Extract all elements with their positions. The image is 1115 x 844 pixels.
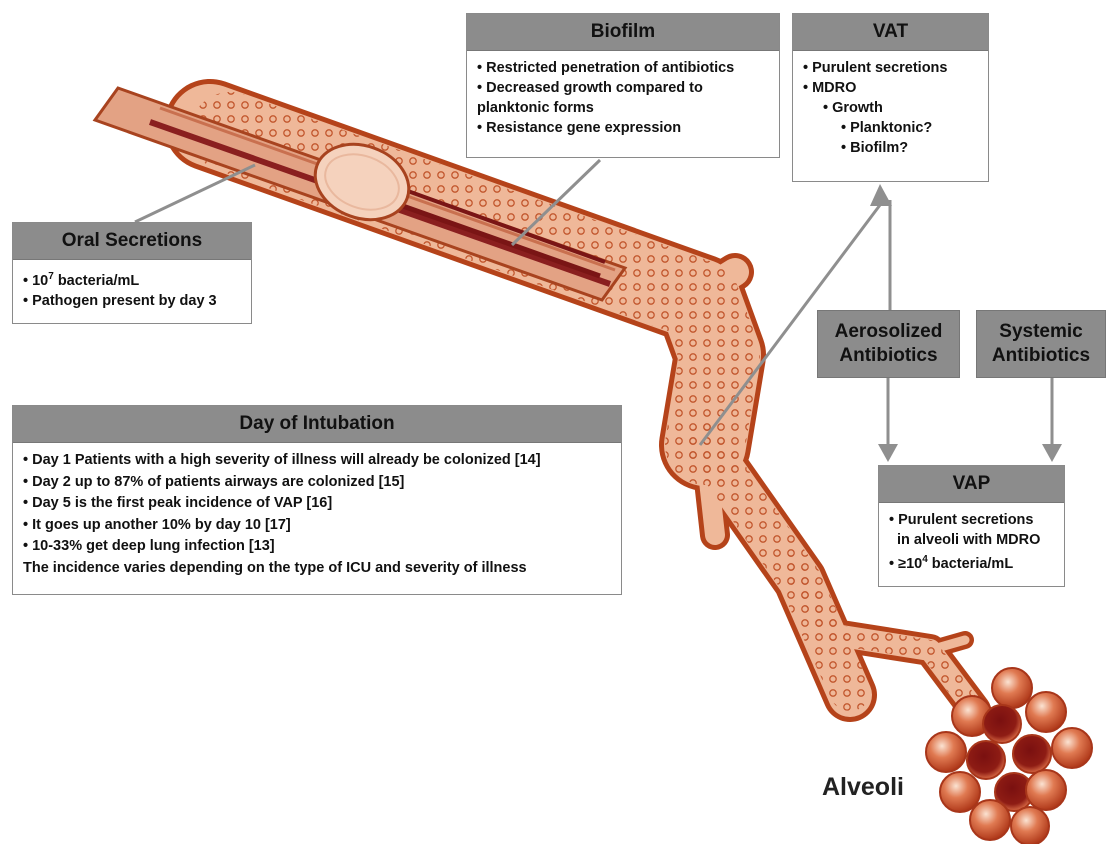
list-item: • Day 5 is the first peak incidence of V… [23,493,611,515]
vap-box: VAP • Purulent secretions in alveoli wit… [878,465,1065,587]
list-item: • 10-33% get deep lung infection [13] [23,536,611,558]
biofilm-list: • Restricted penetration of antibiotics … [467,51,779,144]
oral-secretions-box: Oral Secretions • 107 bacteria/mL • Path… [12,222,252,324]
vat-list: • Purulent secretions • MDRO • Growth • … [793,51,988,164]
list-item: • Resistance gene expression [477,118,769,138]
list-item: • Pathogen present by day 3 [23,291,241,311]
vap-title: VAP [879,466,1064,503]
day-of-intubation-box: Day of Intubation • Day 1 Patients with … [12,405,622,595]
list-item: • Biofilm? [803,138,978,158]
vat-box: VAT • Purulent secretions • MDRO • Growt… [792,13,989,182]
list-item: • Decreased growth compared to [477,78,769,98]
list-item: • 107 bacteria/mL [23,267,241,291]
list-item: • ≥104 bacteria/mL [889,550,1054,574]
list-item: planktonic forms [477,98,769,118]
list-item: • It goes up another 10% by day 10 [17] [23,515,611,537]
alveoli-label: Alveoli [822,773,904,802]
list-item: • Day 2 up to 87% of patients airways ar… [23,472,611,494]
list-item: • Restricted penetration of antibiotics [477,58,769,78]
biofilm-title: Biofilm [467,14,779,51]
oral-secretions-list: • 107 bacteria/mL • Pathogen present by … [13,260,251,317]
list-item: • Day 1 Patients with a high severity of… [23,450,611,472]
list-item: • Purulent secretions [889,510,1054,530]
vat-title: VAT [793,14,988,51]
list-item: • Growth [803,98,978,118]
list-item: The incidence varies depending on the ty… [23,558,611,580]
day-of-intubation-list: • Day 1 Patients with a high severity of… [13,443,621,585]
list-item: • Planktonic? [803,118,978,138]
list-item: in alveoli with MDRO [889,530,1054,550]
vap-list: • Purulent secretions in alveoli with MD… [879,503,1064,580]
oral-secretions-title: Oral Secretions [13,223,251,260]
list-item: • MDRO [803,78,978,98]
day-of-intubation-title: Day of Intubation [13,406,621,443]
list-item: • Purulent secretions [803,58,978,78]
biofilm-box: Biofilm • Restricted penetration of anti… [466,13,780,158]
